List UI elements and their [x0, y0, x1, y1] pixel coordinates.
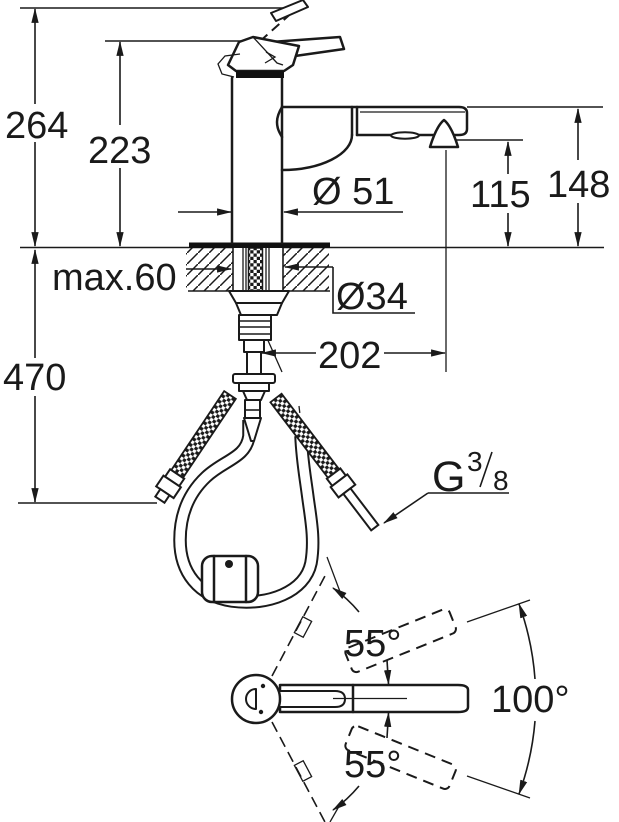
dim-label-o34: Ø34	[336, 276, 408, 318]
spray-button	[390, 131, 420, 140]
spout-position-upper-dashed	[344, 608, 457, 674]
base-plate	[189, 242, 330, 248]
dim-base-diameter: Ø 51	[178, 171, 403, 216]
swivel-centerlines	[271, 556, 343, 822]
faucet-body	[230, 76, 469, 245]
dim-label-470: 470	[3, 357, 66, 399]
dim-label-o51: Ø 51	[312, 171, 394, 213]
handle-end-plan	[245, 688, 257, 710]
handle	[217, 0, 346, 78]
supply-hose-right	[269, 392, 380, 532]
spray-outlet-symbol	[428, 118, 460, 149]
dim-swivel-upper: 55°	[332, 587, 401, 686]
handle-collar	[236, 71, 284, 78]
dim-swivel-total: 100°	[466, 599, 570, 799]
thread-label-g38: G 3 8	[383, 446, 509, 524]
thread-letter: G	[432, 453, 465, 501]
handle-base	[226, 35, 301, 73]
dim-label-223: 223	[88, 130, 151, 172]
dim-spout-top-height: 148	[547, 107, 610, 248]
top-view: 55° 55° 100°	[230, 556, 570, 822]
dim-deck-thickness: max.60	[52, 257, 233, 299]
dim-swivel-lower: 55°	[332, 711, 401, 811]
dim-label-100: 100°	[491, 679, 570, 721]
thread-numerator: 3	[467, 446, 483, 477]
dim-label-115: 115	[470, 174, 531, 216]
supply-hose-left	[153, 389, 238, 505]
dim-height-spout: 223	[88, 40, 151, 248]
mounting-hardware	[228, 290, 290, 442]
handle-raised-tip	[270, 0, 309, 22]
spout-position-lower-dashed	[344, 724, 457, 790]
hose-weight	[200, 554, 260, 604]
base-circle-plan	[230, 673, 282, 725]
side-view: 264 223 Ø 51 148 115 max.60	[3, 0, 610, 609]
dim-label-148: 148	[547, 164, 610, 206]
spout-plan	[276, 683, 470, 714]
spout	[280, 105, 469, 137]
dim-hole-diameter: Ø34	[283, 263, 415, 318]
reference-lines	[18, 7, 604, 504]
dim-hose-drop: 470	[3, 248, 66, 504]
dim-label-55-upper: 55°	[344, 623, 401, 665]
dim-label-264: 264	[5, 105, 68, 147]
dim-height-overall: 264	[5, 7, 68, 248]
dim-label-55-lower: 55°	[344, 744, 401, 786]
neck-pinch	[275, 105, 284, 139]
dim-label-max60: max.60	[52, 257, 177, 299]
thread-denominator: 8	[493, 465, 509, 496]
dim-spout-reach: 202	[260, 150, 447, 377]
dim-label-202: 202	[318, 335, 381, 377]
dim-outlet-height: 115	[470, 140, 531, 248]
spout-fillet	[280, 133, 354, 172]
